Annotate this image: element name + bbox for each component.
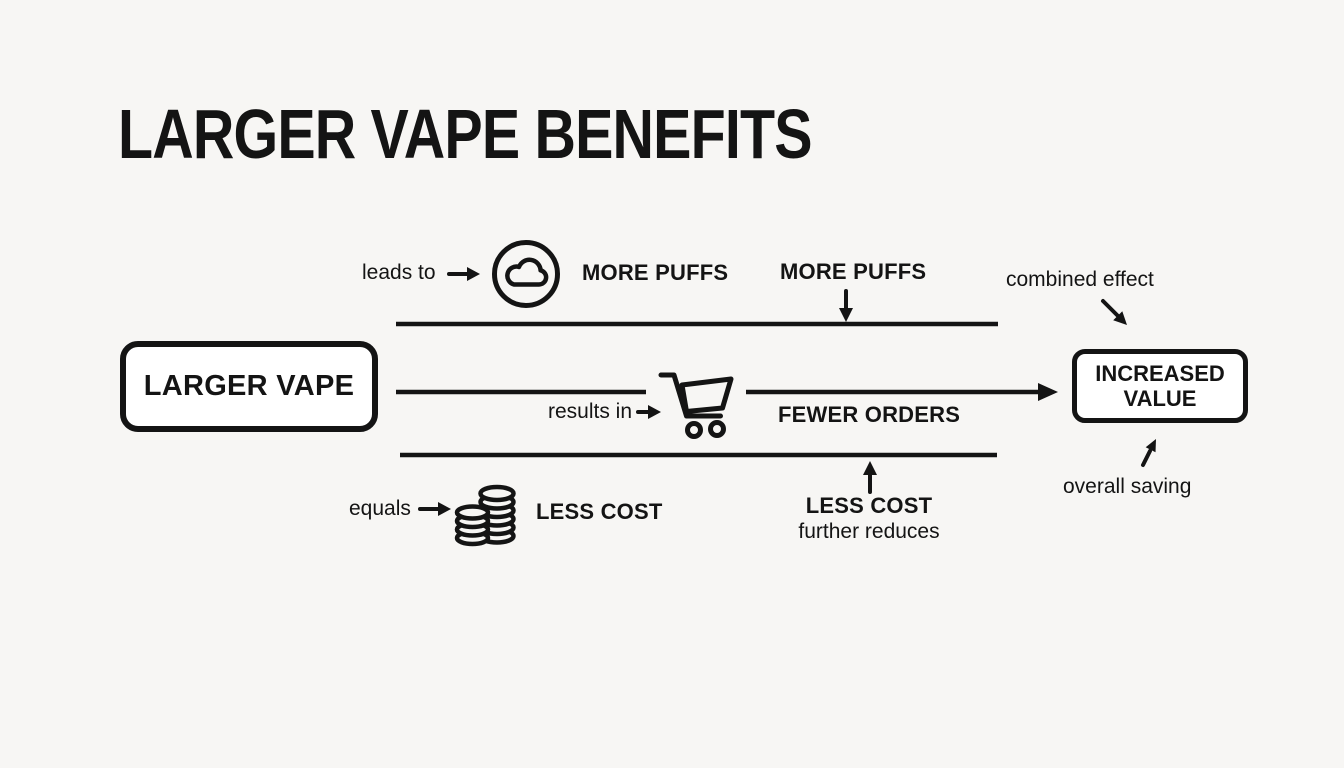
cart-icon (658, 372, 734, 439)
puffs-relation-label: leads to (362, 261, 436, 284)
puffs-benefit-label: MORE PUFFS (582, 260, 729, 285)
orders-arrowhead (1038, 383, 1058, 401)
up-right-arrow-icon (1141, 439, 1156, 467)
cost-benefit-label: LESS COST (536, 499, 663, 524)
down-arrow-icon (839, 289, 853, 322)
overall-saving-label: overall saving (1063, 475, 1192, 498)
cost-relation-label: equals (349, 497, 411, 520)
cloud-icon (492, 240, 560, 308)
puffs-effect-label: MORE PUFFS (780, 259, 927, 284)
cost-effect-note: further reduces (798, 520, 940, 543)
right-arrow-icon (636, 405, 661, 419)
cost-effect-label: LESS COST (805, 493, 933, 518)
larger-vape-node: LARGER VAPE (120, 341, 378, 432)
right-arrow-icon (418, 502, 451, 516)
combined-effect-label: combined effect (1006, 268, 1154, 291)
page-title: LARGER VAPE BENEFITS (118, 95, 813, 173)
right-arrow-icon (447, 267, 480, 281)
down-right-arrow-icon (1101, 299, 1127, 325)
increased-value-label: INCREASED VALUE (1095, 361, 1225, 411)
up-arrow-icon (863, 461, 877, 494)
orders-relation-label: results in (547, 400, 632, 423)
increased-value-node: INCREASED VALUE (1072, 349, 1248, 423)
orders-benefit-label: FEWER ORDERS (778, 402, 961, 427)
coins-icon (454, 484, 516, 547)
larger-vape-label: LARGER VAPE (143, 370, 355, 402)
